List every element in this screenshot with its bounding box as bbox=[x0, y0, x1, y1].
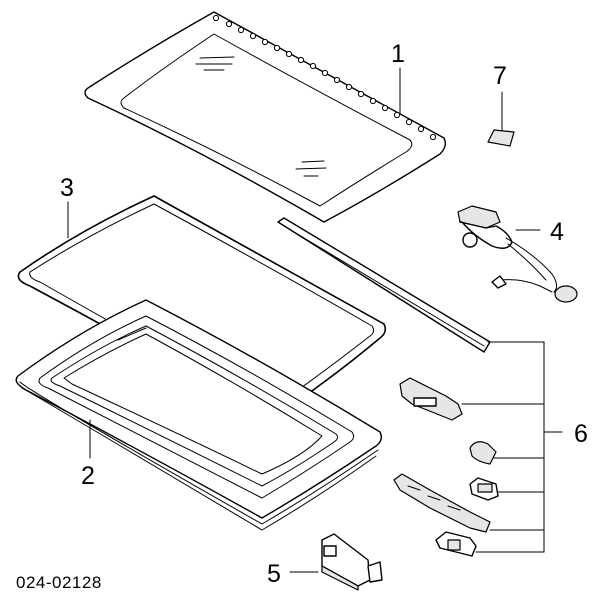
callout-7: 7 bbox=[493, 62, 507, 90]
panel-mounting-holes bbox=[212, 14, 437, 141]
callout-5: 5 bbox=[267, 560, 281, 588]
callout-6-bracket bbox=[461, 341, 563, 553]
guide-bracket-part bbox=[399, 377, 463, 421]
clip-part-7 bbox=[487, 129, 515, 147]
callout-2: 2 bbox=[81, 462, 95, 490]
glass-panel-part bbox=[84, 11, 447, 223]
mount-block-part bbox=[435, 531, 477, 557]
glass-reflection-marks bbox=[195, 56, 327, 177]
motor-sensor-part-4 bbox=[457, 205, 578, 303]
block-part-5 bbox=[321, 533, 383, 591]
end-cap-part bbox=[469, 441, 497, 465]
callout-3: 3 bbox=[60, 174, 74, 202]
callout-4: 4 bbox=[550, 218, 564, 246]
frame-tray-part bbox=[15, 299, 383, 531]
slider-block-part bbox=[469, 477, 499, 501]
seal-ring-part bbox=[17, 195, 387, 421]
callout-6: 6 bbox=[574, 420, 588, 448]
diagram-code: 024-02128 bbox=[16, 573, 102, 592]
guide-rail-part bbox=[393, 473, 491, 533]
callout-1: 1 bbox=[391, 40, 405, 68]
